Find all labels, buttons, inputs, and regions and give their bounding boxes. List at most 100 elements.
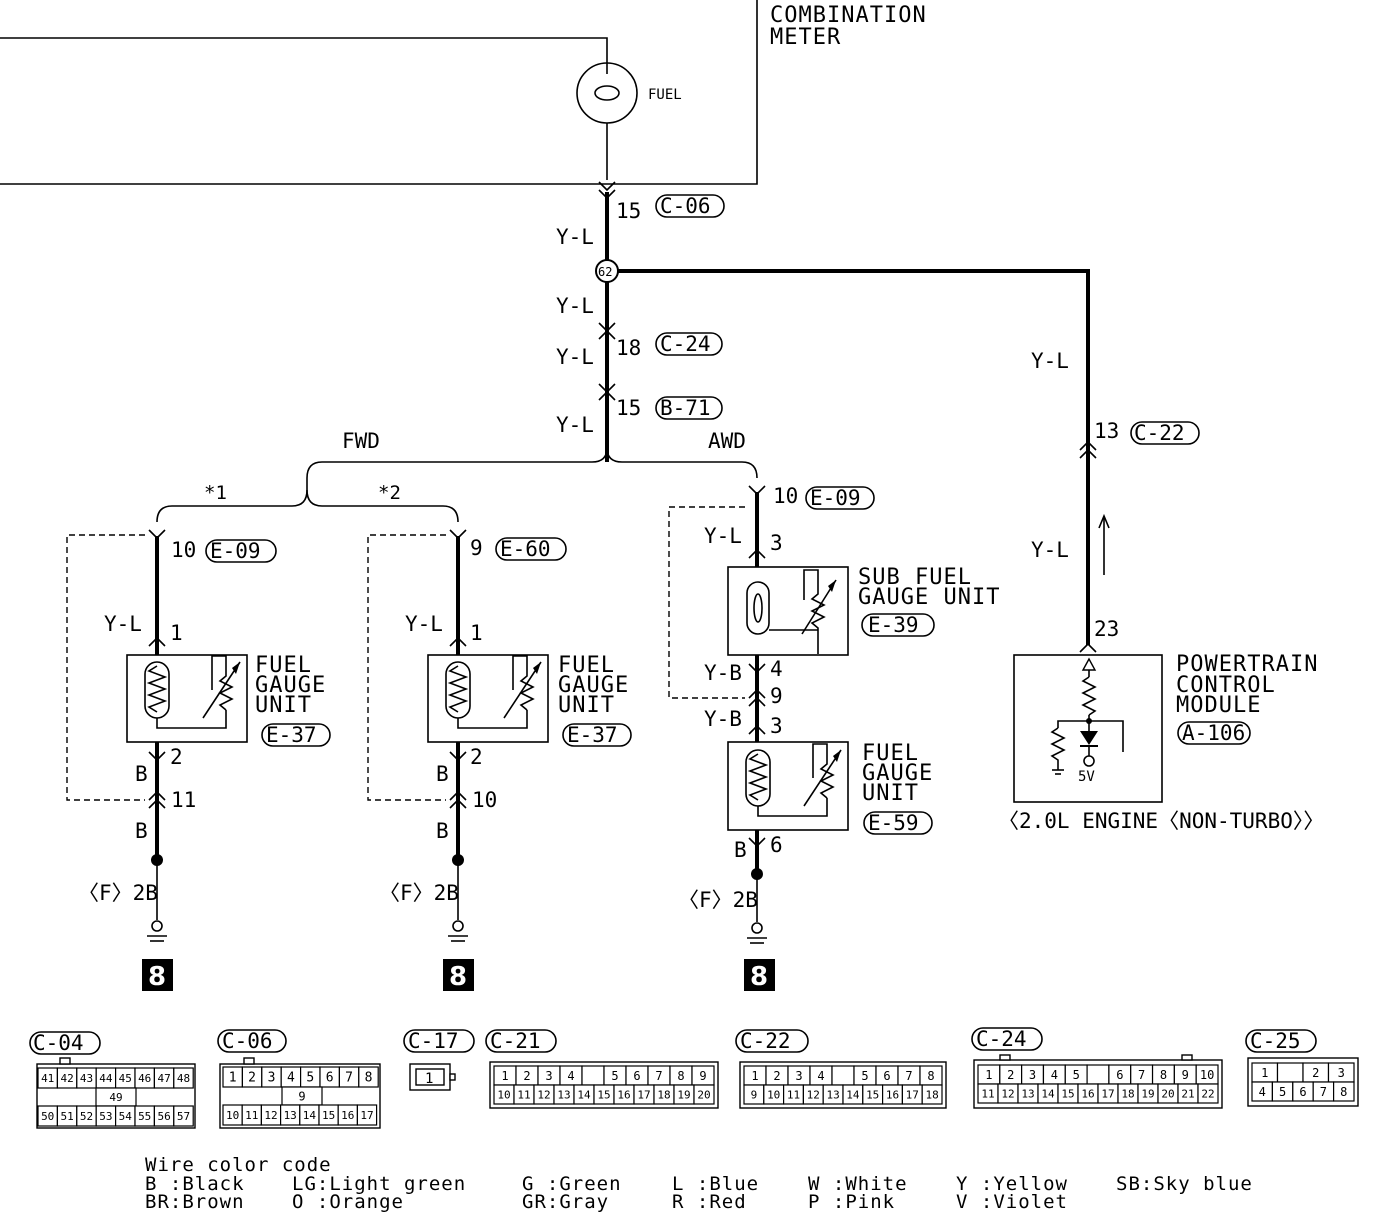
c21-pin-10: 10 <box>497 1088 510 1101</box>
c21-pin-7: 7 <box>655 1069 662 1083</box>
legend-sb: SB:Sky blue <box>1116 1173 1253 1195</box>
c22-pin-3: 3 <box>795 1069 802 1083</box>
c06-pin-2: 2 <box>248 1071 256 1086</box>
c24-connector: C-24 <box>660 332 711 356</box>
c22-pin-4: 4 <box>817 1069 824 1083</box>
c04-pin-49: 49 <box>109 1091 122 1104</box>
c21-pin-9: 9 <box>699 1069 706 1083</box>
c06-pin-6: 6 <box>326 1071 334 1086</box>
c04-pin-51: 51 <box>60 1110 73 1123</box>
c06-pin-8-cell <box>358 1066 379 1088</box>
pcm-wire-top-label: Y-L <box>1031 349 1069 373</box>
c24-pin-11: 11 <box>981 1087 994 1100</box>
c21-key-frame-cell <box>581 1065 605 1086</box>
c06-pin-8: 8 <box>365 1071 373 1086</box>
fwd2-unit-pin1: 1 <box>470 621 483 645</box>
c24-pin-9: 9 <box>1182 1068 1189 1082</box>
fwd-branch-1: 10 E-09 Y-L 1 FUEL GAUGE UNIT E-37 2 B 1… <box>66 529 331 992</box>
c25-pin-8: 8 <box>1340 1085 1347 1099</box>
c21-pin-1: 1 <box>501 1069 508 1083</box>
c22-pin-18: 18 <box>925 1088 938 1101</box>
c04-pin-48: 48 <box>177 1072 190 1085</box>
c25-pin-6: 6 <box>1299 1085 1306 1099</box>
c04-pin-44: 44 <box>99 1072 113 1085</box>
c22-pin-15: 15 <box>866 1088 879 1101</box>
b71-connector: B-71 <box>660 396 711 420</box>
c24-pin-22-cell <box>1197 1083 1219 1104</box>
meter-title-line1: COMBINATION <box>770 3 927 28</box>
awd-label: AWD <box>708 429 746 453</box>
awd-sub-line1: SUB FUEL <box>858 565 972 590</box>
legend-b: B :Black <box>145 1173 245 1195</box>
fwd2-unit-line1: FUEL <box>558 653 615 678</box>
splice-62: 62 <box>598 265 612 279</box>
b71-pin: 15 <box>616 396 641 420</box>
fuel-gauge-label: FUEL <box>648 87 682 103</box>
c25-key-frame-cell <box>1276 1062 1304 1083</box>
awd-ground-number: 8 <box>750 962 768 992</box>
fwd-branch-2: 9 E-60 Y-L 1 FUEL GAUGE UNIT E-37 2 B 10… <box>367 529 632 992</box>
c21-pin-3: 3 <box>545 1069 552 1083</box>
c24-pin-13: 13 <box>1021 1087 1034 1100</box>
fwd1-unit-line1: FUEL <box>255 653 312 678</box>
c22-pin-1: 1 <box>751 1069 758 1083</box>
c21-pin-14: 14 <box>577 1088 591 1101</box>
c06-pin-12: 12 <box>264 1109 277 1122</box>
pcm-c22-pin: 13 <box>1094 419 1119 443</box>
awd-top-connector: E-09 <box>810 486 861 510</box>
pcm-connector: A-106 <box>1182 721 1245 745</box>
c24-pin-12: 12 <box>1001 1087 1014 1100</box>
awd-mid-pin: 9 <box>770 684 783 708</box>
awd-sub-pin-top: 3 <box>770 531 783 555</box>
awd-top-pin: 10 <box>773 484 798 508</box>
c04-label: C-04 <box>33 1031 84 1055</box>
fwd1-ground-label: 〈F〉2B <box>78 881 158 905</box>
awd-sub-pin-bot: 4 <box>770 657 783 681</box>
c06-pin-11: 11 <box>245 1109 258 1122</box>
c21-pin-11: 11 <box>517 1088 530 1101</box>
c24-pin-1: 1 <box>985 1068 992 1082</box>
c06-pin-17: 17 <box>360 1109 373 1122</box>
c06-pin-5: 5 <box>306 1071 314 1086</box>
combination-meter: FUEL COMBINATION METER <box>0 0 927 185</box>
c25-pin-2: 2 <box>1312 1066 1319 1080</box>
c04-pin-55: 55 <box>138 1110 151 1123</box>
c25-pin-3: 3 <box>1338 1066 1345 1080</box>
legend-br: BR:Brown <box>145 1191 245 1213</box>
c21-pin-13: 13 <box>557 1088 570 1101</box>
c24-pin-18: 18 <box>1121 1087 1134 1100</box>
c24-pin-7: 7 <box>1138 1068 1145 1082</box>
c21-pin-12: 12 <box>537 1088 550 1101</box>
c22-pin-10: 10 <box>767 1088 780 1101</box>
legend-gr: GR:Gray <box>522 1191 609 1213</box>
c25-pin-7: 7 <box>1320 1085 1327 1099</box>
c25-pin-1: 1 <box>1261 1066 1268 1080</box>
c22-pin-7: 7 <box>905 1069 912 1083</box>
fwd2-unit-line3: UNIT <box>558 693 615 718</box>
pcm-c22-connector: C-22 <box>1134 421 1185 445</box>
c17-label: C-17 <box>408 1029 459 1053</box>
c24-pin-16: 16 <box>1081 1087 1094 1100</box>
c04-pin-42: 42 <box>60 1072 73 1085</box>
c06-pin-1: 1 <box>229 1071 237 1086</box>
c24-pin-4: 4 <box>1051 1068 1058 1082</box>
c21-pin-16: 16 <box>617 1088 630 1101</box>
c22-pin-5: 5 <box>861 1069 868 1083</box>
c24-pin-2: 2 <box>1007 1068 1014 1082</box>
fwd2-ground-number: 8 <box>449 962 467 992</box>
c04-pin-56: 56 <box>157 1110 170 1123</box>
c22-pin-13: 13 <box>826 1088 839 1101</box>
c04-pin-54: 54 <box>119 1110 133 1123</box>
c21-label: C-21 <box>490 1029 541 1053</box>
c06-pin-13: 13 <box>284 1109 297 1122</box>
awd-sub-line2: GAUGE UNIT <box>858 585 1000 610</box>
fwd2-wire-b1: B <box>436 762 449 786</box>
legend-p: P :Pink <box>808 1191 895 1213</box>
awd-main-connector: E-59 <box>868 811 919 835</box>
awd-main-line3: UNIT <box>862 781 919 806</box>
pcm-title-line2: CONTROL <box>1176 673 1276 698</box>
c06-pin-17-cell <box>356 1104 378 1126</box>
legend-y: Y :Yellow <box>956 1173 1068 1195</box>
c24-pin-14: 14 <box>1041 1087 1055 1100</box>
pcm-wire-bottom-label: Y-L <box>1031 538 1069 562</box>
